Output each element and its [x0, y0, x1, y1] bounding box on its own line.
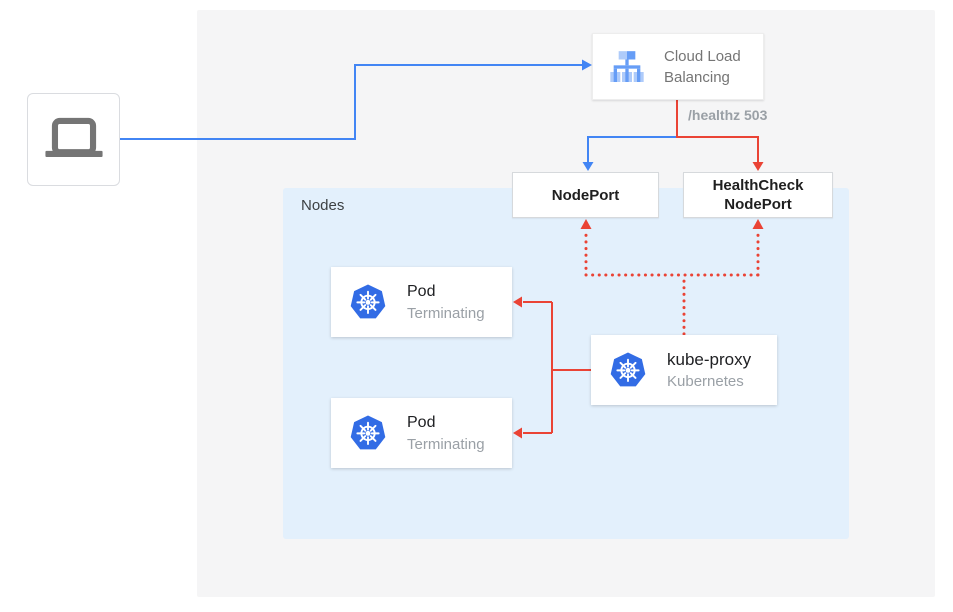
nodes-panel-label: Nodes	[301, 197, 345, 214]
pod-status: Terminating	[407, 435, 485, 453]
client-node	[27, 93, 120, 186]
cloud-load-balancing-label: Cloud Load Balancing	[664, 46, 741, 88]
pod-status: Terminating	[407, 304, 485, 322]
healthz-status-label: /healthz 503	[688, 107, 768, 123]
pod-title: Pod	[407, 413, 436, 431]
nodeport-label: NodePort	[551, 186, 620, 204]
kubernetes-icon	[350, 284, 386, 319]
pod-node-2: Pod Terminating	[331, 398, 512, 468]
kubernetes-icon	[350, 415, 386, 450]
kube-proxy-node: kube-proxy Kubernetes	[591, 335, 777, 405]
healthcheck-nodeport-label-line1: HealthCheck	[712, 177, 804, 194]
cloud-load-balancing-icon	[610, 50, 644, 82]
pod-node-1: Pod Terminating	[331, 267, 512, 337]
laptop-icon	[44, 117, 103, 157]
healthcheck-nodeport-label-line2: NodePort	[724, 196, 792, 213]
kubernetes-icon	[610, 352, 646, 387]
kube-proxy-title: kube-proxy	[667, 349, 752, 369]
pod-title: Pod	[407, 282, 436, 300]
kube-proxy-subtitle: Kubernetes	[667, 372, 744, 390]
nodeport-node: NodePort	[512, 172, 659, 218]
healthcheck-nodeport-node: HealthCheck NodePort	[683, 172, 833, 218]
cloud-load-balancing-node: Cloud Load Balancing	[592, 33, 764, 100]
cloud-load-balancing-label-line2: Balancing	[664, 68, 730, 86]
cloud-load-balancing-label-line1: Cloud Load	[664, 47, 741, 65]
